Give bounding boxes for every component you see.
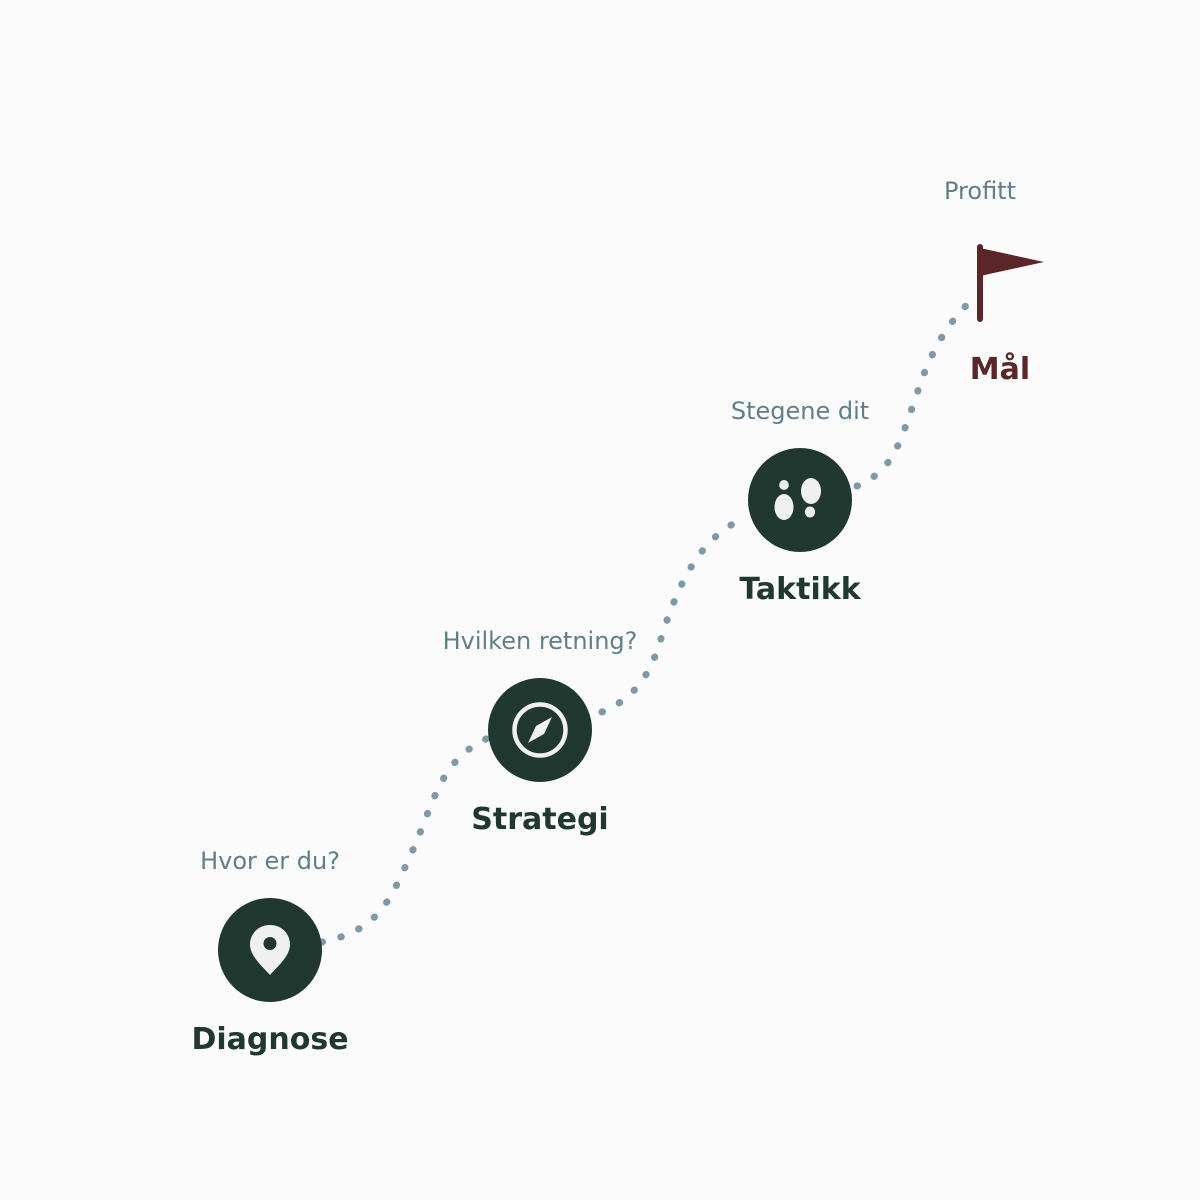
compass-icon [512,702,568,758]
location-pin-icon [250,925,290,975]
diagnose-title: Diagnose [191,1022,349,1057]
strategi-node [488,678,592,782]
diagnose-node [218,898,322,1002]
strategi-title: Strategi [471,802,609,837]
diagnose-subtitle: Hvor er du? [200,847,340,875]
taktikk-node [748,448,852,552]
footsteps-icon [774,478,821,520]
taktikk-title: Taktikk [739,572,861,607]
flag-icon [977,244,1044,322]
goal-subtitle: Profitt [943,177,1017,205]
strategi-subtitle: Hvilken retning? [442,627,638,655]
taktikk-subtitle: Stegene dit [730,397,870,425]
goal-title: Mål [969,352,1031,387]
